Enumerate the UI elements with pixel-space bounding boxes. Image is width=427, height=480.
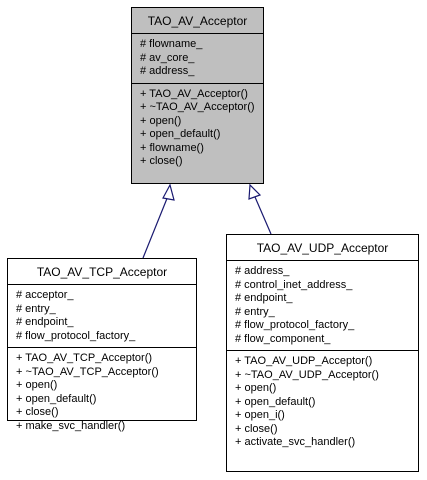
attribute: # flow_protocol_factory_ xyxy=(235,319,355,331)
method: + TAO_AV_UDP_Acceptor() xyxy=(235,355,373,367)
method: + flowname() xyxy=(140,141,204,154)
attribute: # control_inet_address_ xyxy=(235,278,353,291)
attribute: # endpoint_ xyxy=(235,292,293,304)
attribute: # acceptor_ xyxy=(16,289,74,301)
method: + activate_svc_handler() xyxy=(235,436,356,448)
methods-tcp: + TAO_AV_TCP_Acceptor() + ~TAO_AV_TCP_Ac… xyxy=(8,347,196,437)
class-title-udp: TAO_AV_UDP_Acceptor xyxy=(227,235,418,261)
methods-base: + TAO_AV_Acceptor() + ~TAO_AV_Acceptor()… xyxy=(132,82,263,173)
methods-udp: + TAO_AV_UDP_Acceptor() + ~TAO_AV_UDP_Ac… xyxy=(227,350,418,454)
method: + close() xyxy=(140,155,183,167)
method: + open_default() xyxy=(140,128,221,140)
method: + ~TAO_AV_UDP_Acceptor() xyxy=(235,368,379,381)
method: + close() xyxy=(235,422,278,435)
attribute: # endpoint_ xyxy=(16,316,74,328)
attribute: # av_core_ xyxy=(140,51,195,64)
class-title-tcp: TAO_AV_TCP_Acceptor xyxy=(8,259,196,285)
attributes-tcp: # acceptor_ # entry_ # endpoint_ # flow_… xyxy=(8,285,196,347)
class-box-tcp[interactable]: TAO_AV_TCP_Acceptor # acceptor_ # entry_… xyxy=(7,258,197,432)
class-box-udp[interactable]: TAO_AV_UDP_Acceptor # address_ # control… xyxy=(226,234,419,472)
method: + TAO_AV_Acceptor() xyxy=(140,87,248,100)
attribute: # flow_component_ xyxy=(235,332,331,345)
attribute: # flowname_ xyxy=(140,38,203,50)
method: + open() xyxy=(16,379,58,391)
attributes-udp: # address_ # control_inet_address_ # end… xyxy=(227,261,418,350)
attributes-base: # flowname_ # av_core_ # address_ xyxy=(132,34,263,83)
method: + open() xyxy=(140,114,182,127)
attribute: # entry_ xyxy=(16,302,56,315)
method: + open_default() xyxy=(16,392,97,405)
attribute: # flow_protocol_factory_ xyxy=(16,329,136,342)
method: + open() xyxy=(235,382,277,394)
method: + open_i() xyxy=(235,409,285,421)
class-box-base[interactable]: TAO_AV_Acceptor # flowname_ # av_core_ #… xyxy=(131,7,264,184)
method: + ~TAO_AV_TCP_Acceptor() xyxy=(16,365,159,378)
method: + close() xyxy=(16,406,59,418)
attribute: # address_ xyxy=(140,65,195,77)
edge-tcp-arrowhead xyxy=(162,183,175,201)
class-title-base: TAO_AV_Acceptor xyxy=(132,8,263,34)
edge-tcp-to-base xyxy=(142,195,169,259)
edge-udp-arrowhead xyxy=(248,183,262,200)
attribute: # address_ xyxy=(235,265,290,277)
method: + ~TAO_AV_Acceptor() xyxy=(140,101,255,113)
method: + make_svc_handler() xyxy=(16,419,126,432)
method: + open_default() xyxy=(235,395,316,408)
attribute: # entry_ xyxy=(235,305,275,318)
edge-udp-to-base xyxy=(254,196,272,235)
method: + TAO_AV_TCP_Acceptor() xyxy=(16,352,153,364)
